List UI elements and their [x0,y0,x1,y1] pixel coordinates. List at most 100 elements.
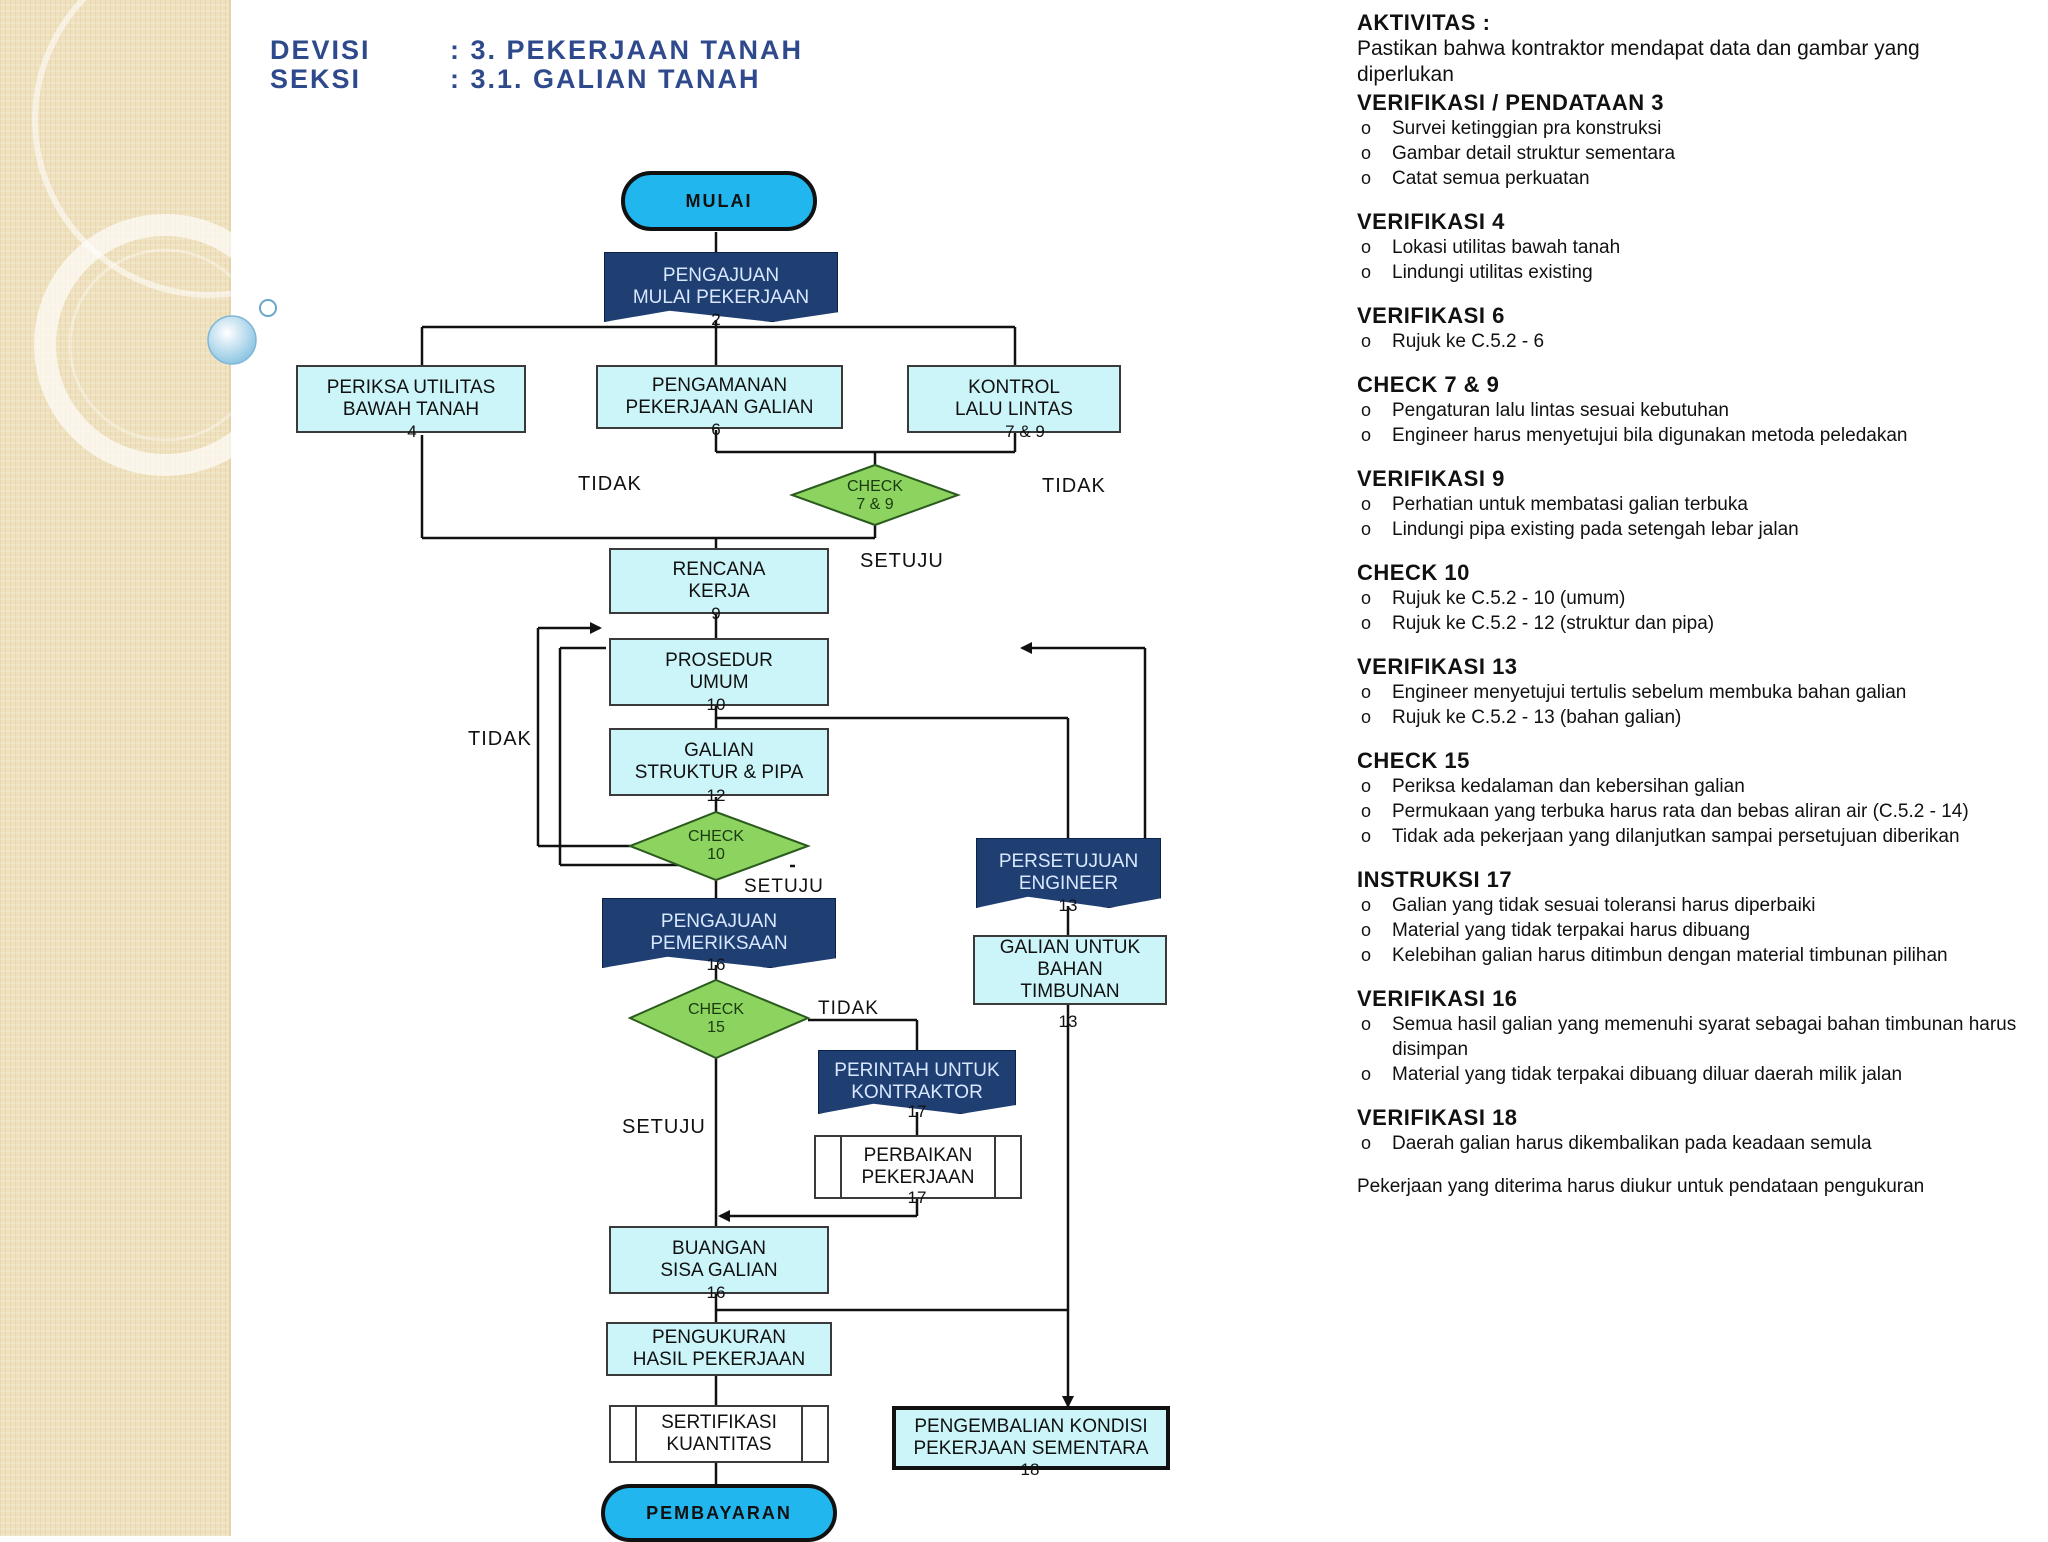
label-tidak: TIDAK [1042,475,1106,497]
node-line: PERBAIKAN [863,1145,973,1166]
division-label: DEVISI [270,35,371,65]
section-value: : 3.1. GALIAN TANAH [450,64,761,94]
node-line: TIMBUNAN [1020,981,1120,1002]
section-items: Rujuk ke C.5.2 - 6 [1357,329,2017,354]
node-sertifikasi-kuantitas: SERTIFIKASI KUANTITAS [609,1405,829,1463]
section-title: VERIFIKASI 18 [1357,1105,1518,1130]
aktivitas-section: AKTIVITAS : Pastikan bahwa kontraktor me… [1357,10,2017,88]
node-line: ENGINEER [1018,873,1119,894]
section-item: Material yang tidak terpakai harus dibua… [1357,918,2017,943]
section-label: SEKSI [270,64,362,94]
section-items: Galian yang tidak sesuai toleransi harus… [1357,893,2017,968]
node-line: SISA GALIAN [660,1260,778,1281]
diamond-line: 15 [707,1019,725,1036]
node-line: PEKERJAAN [861,1167,975,1188]
section-title: INSTRUKSI 17 [1357,867,1513,892]
node-line: GALIAN UNTUK [999,937,1141,958]
diamond-line: CHECK [846,478,903,495]
section-title: CHECK 10 [1357,560,1470,585]
node-line: KONTRAKTOR [851,1082,983,1103]
node-line: GALIAN [684,740,754,761]
label-tidak: TIDAK [468,728,532,750]
node-pengukuran-hasil: PENGUKURAN HASIL PEKERJAAN [606,1322,832,1376]
node-perbaikan-pekerjaan: PERBAIKAN PEKERJAAN [814,1135,1022,1199]
section-item: Rujuk ke C.5.2 - 13 (bahan galian) [1357,705,2017,730]
start-terminal: MULAI [621,171,817,231]
node-line: KONTROL [968,377,1060,398]
section-title: VERIFIKASI 13 [1357,654,1518,679]
note-section: CHECK 10Rujuk ke C.5.2 - 10 (umum)Rujuk … [1357,560,2017,636]
node-line: MULAI PEKERJAAN [632,287,810,308]
end-terminal: PEMBAYARAN [601,1484,837,1542]
division-value: : 3. PEKERJAAN TANAH [450,35,804,65]
section-item: Catat semua perkuatan [1357,166,2017,191]
node-line: PERINTAH UNTUK [834,1060,1000,1081]
node-line: PENGAJUAN [660,911,778,932]
node-number: 10 [706,695,726,714]
section-item: Survei ketinggian pra konstruksi [1357,116,2017,141]
section-item: Rujuk ke C.5.2 - 12 (struktur dan pipa) [1357,611,2017,636]
node-galian-struktur-pipa: GALIAN STRUKTUR & PIPA [609,728,829,796]
node-line: PERIKSA UTILITAS [326,377,496,398]
node-line: UMUM [689,672,749,693]
section-items: Daerah galian harus dikembalikan pada ke… [1357,1131,2017,1156]
decorative-rings [32,0,300,476]
section-item: Permukaan yang terbuka harus rata dan be… [1357,799,2017,824]
start-label: MULAI [685,191,753,211]
node-perintah-kontraktor: PERINTAH UNTUK KONTRAKTOR [818,1050,1016,1114]
node-number: 17 [907,1102,927,1121]
node-pengamanan-galian: PENGAMANAN PEKERJAAN GALIAN [596,365,843,429]
section-title: CHECK 15 [1357,748,1470,773]
end-label: PEMBAYARAN [646,1503,792,1523]
notes-sections: VERIFIKASI / PENDATAAN 3Survei ketinggia… [1357,90,2017,1156]
section-item: Lindungi utilitas existing [1357,260,2017,285]
node-line: KERJA [688,581,750,602]
section-row: SEKSI : 3.1. GALIAN TANAH [270,65,803,94]
note-section: VERIFIKASI / PENDATAAN 3Survei ketinggia… [1357,90,2017,191]
node-number: 13 [1058,1012,1078,1031]
division-row: DEVISI : 3. PEKERJAAN TANAH [270,36,803,65]
node-kontrol-lalu-lintas: KONTROL LALU LINTAS [907,365,1121,433]
decorative-sidebar [0,0,300,1536]
node-number: 7 & 9 [1005,422,1045,441]
node-line: LALU LINTAS [955,399,1073,420]
section-items: Rujuk ke C.5.2 - 10 (umum)Rujuk ke C.5.2… [1357,586,2017,636]
note-section: VERIFIKASI 16Semua hasil galian yang mem… [1357,986,2017,1087]
section-title: VERIFIKASI / PENDATAAN 3 [1357,90,1664,115]
check-7-9-text: CHECK 7 & 9 [825,478,925,514]
note-section: VERIFIKASI 13Engineer menyetujui tertuli… [1357,654,2017,730]
node-line: RENCANA [672,559,766,580]
section-items: Pengaturan lalu lintas sesuai kebutuhanE… [1357,398,2017,448]
node-line: SERTIFIKASI [661,1412,777,1433]
section-item: Material yang tidak terpakai dibuang dil… [1357,1062,2017,1087]
node-galian-bahan-timbunan: GALIAN UNTUK BAHAN TIMBUNAN [973,935,1167,1005]
section-item: Perhatian untuk membatasi galian terbuka [1357,492,2017,517]
check-7-9-diamond [789,463,961,527]
aktivitas-text: Pastikan bahwa kontraktor mendapat data … [1357,37,1920,86]
node-line: BAHAN [1037,959,1103,980]
node-number: 12 [706,786,726,805]
diamond-line: 10 [707,846,725,863]
section-item: Pengaturan lalu lintas sesuai kebutuhan [1357,398,2017,423]
node-rencana-kerja: RENCANA KERJA [609,548,829,614]
diamond-line: CHECK [687,828,744,845]
section-item: Semua hasil galian yang memenuhi syarat … [1357,1012,2017,1062]
label-setuju: SETUJU [744,876,824,897]
node-buangan-sisa-galian: BUANGAN SISA GALIAN [609,1226,829,1294]
check-10-diamond [627,810,811,882]
node-number: 16 [706,955,726,974]
section-items: Engineer menyetujui tertulis sebelum mem… [1357,680,2017,730]
section-item: Lokasi utilitas bawah tanah [1357,235,2017,260]
node-periksa-utilitas: PERIKSA UTILITAS BAWAH TANAH [296,365,526,433]
footer-note: Pekerjaan yang diterima harus diukur unt… [1357,1176,1925,1197]
check-15-diamond [627,978,811,1060]
section-item: Periksa kedalaman dan kebersihan galian [1357,774,2017,799]
section-item: Galian yang tidak sesuai toleransi harus… [1357,893,2017,918]
node-line: PENGAMANAN [651,375,788,396]
section-title: VERIFIKASI 6 [1357,303,1505,328]
section-item: Gambar detail struktur sementara [1357,141,2017,166]
node-line: PROSEDUR [665,650,773,671]
node-line: PEKERJAAN GALIAN [625,397,814,418]
node-pengajuan-mulai: PENGAJUAN MULAI PEKERJAAN [604,252,838,322]
diamond-line: CHECK [687,1001,744,1018]
